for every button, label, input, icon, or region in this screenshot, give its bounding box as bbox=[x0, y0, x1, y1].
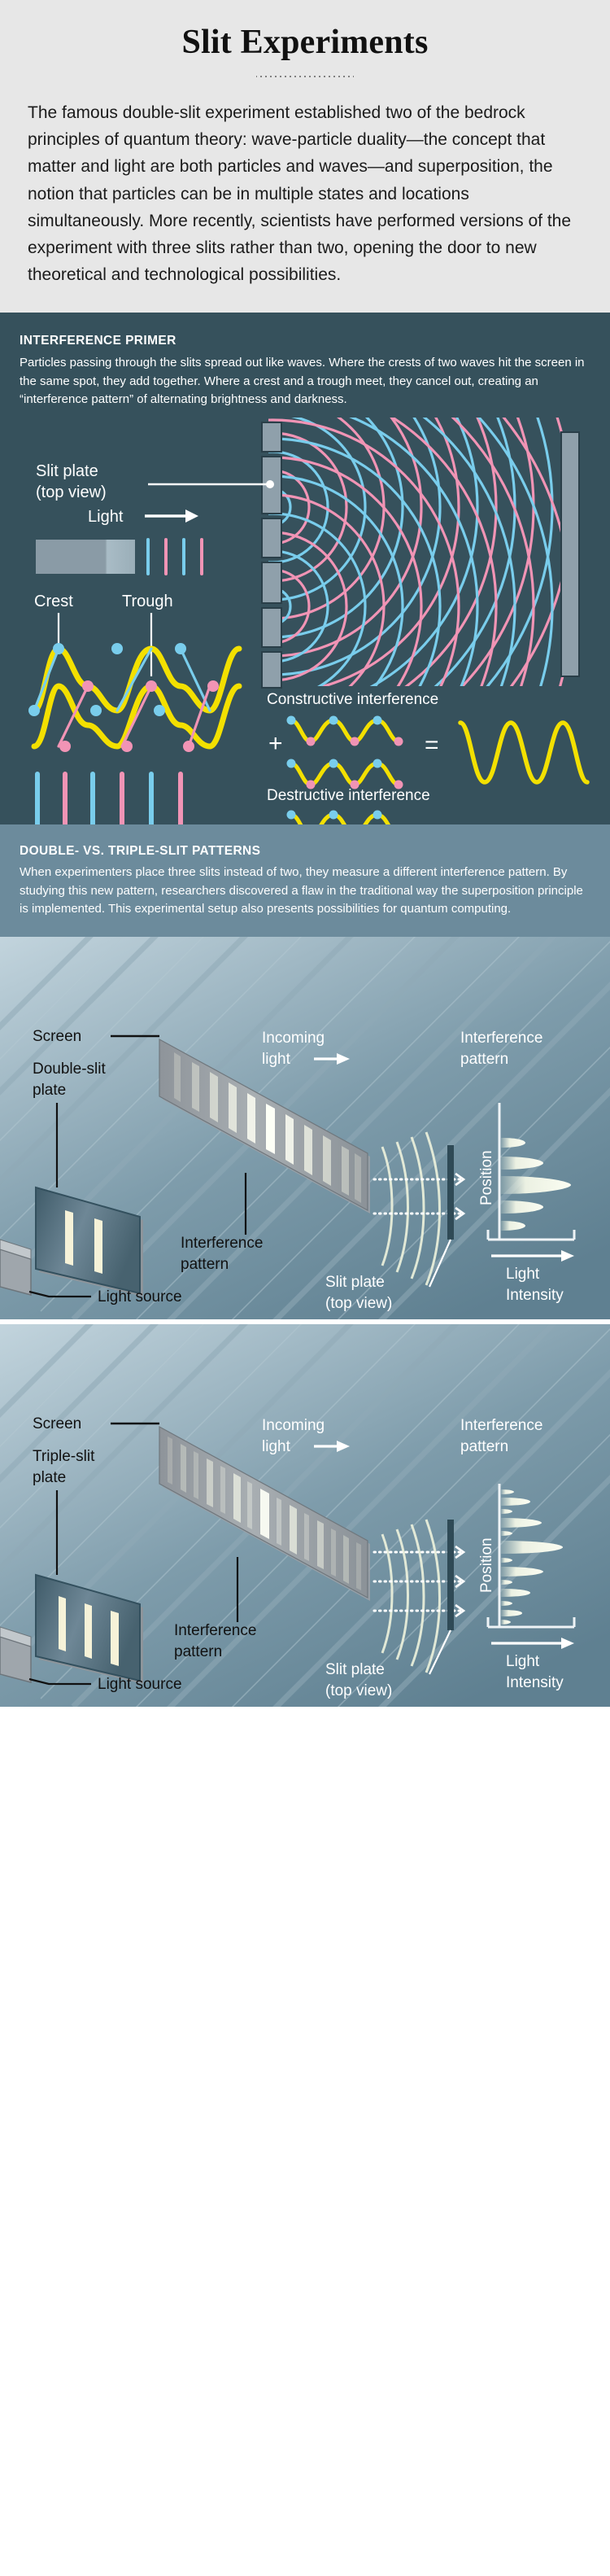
primer-heading: INTERFERENCE PRIMER bbox=[20, 334, 176, 348]
constructive-interference-label: Constructive interference bbox=[267, 691, 438, 708]
incoming-plane-waves bbox=[146, 537, 203, 575]
detector-screen-top-view bbox=[560, 431, 580, 677]
intro-paragraph: The famous double-slit experiment establ… bbox=[28, 103, 572, 285]
screen-fringes bbox=[168, 1437, 361, 1591]
screen-fringes bbox=[174, 1052, 361, 1204]
slit-plate-topview-line1: Slit plate bbox=[325, 1661, 385, 1678]
chart-intensity-arrow-icon bbox=[491, 1638, 574, 1650]
incoming-light-line2: light bbox=[262, 1051, 291, 1068]
light-source-leader-line bbox=[28, 1678, 91, 1686]
destructive-equals-symbol: = bbox=[425, 820, 439, 824]
double-vs-triple-section: DOUBLE- VS. TRIPLE-SLIT PATTERNS When ex… bbox=[0, 824, 610, 938]
slit-plate-topview-line1: Slit plate bbox=[325, 1274, 385, 1291]
screen-pattern-line1: Interference bbox=[181, 1235, 263, 1252]
light-label: Light bbox=[88, 508, 124, 526]
midband-heading: DOUBLE- VS. TRIPLE-SLIT PATTERNS bbox=[20, 843, 261, 858]
crest-markers bbox=[28, 642, 186, 716]
slit-plate-sublabel: (top view) bbox=[36, 483, 107, 501]
light-source-bar bbox=[36, 539, 135, 574]
light-source-3d bbox=[0, 1626, 32, 1684]
screen-label: Screen bbox=[33, 1028, 81, 1045]
triple-slit-panel: Screen Triple-slit plate Incoming light … bbox=[0, 1319, 610, 1708]
slit-plate-label: Slit plate bbox=[36, 462, 98, 480]
screen-label: Screen bbox=[33, 1415, 81, 1432]
slit-plate-topview-line2: (top view) bbox=[325, 1295, 392, 1312]
interference-pattern-line1: Interference bbox=[460, 1030, 542, 1047]
constructive-equals-symbol: = bbox=[425, 732, 439, 759]
wave-diagram-stage: Slit plate (top view) Light bbox=[0, 417, 610, 824]
light-source-3d bbox=[0, 1239, 32, 1297]
destructive-plus-symbol: + bbox=[268, 820, 283, 824]
plate-label-line1: Triple-slit bbox=[33, 1448, 95, 1465]
light-source-label: Light source bbox=[98, 1676, 182, 1693]
detector-screen-3d bbox=[159, 1426, 370, 1602]
interference-pattern-line2: pattern bbox=[460, 1051, 508, 1068]
light-direction-arrow-icon bbox=[145, 509, 198, 523]
fringe-bars-group bbox=[35, 771, 183, 824]
detector-screen-3d bbox=[159, 1039, 370, 1214]
footer-spacer bbox=[0, 1707, 610, 1716]
midband-body: When experimenters place three slits ins… bbox=[20, 864, 583, 916]
intensity-chart bbox=[486, 1103, 576, 1262]
background-light-streaks bbox=[0, 937, 610, 1320]
screen-pattern-line2: pattern bbox=[181, 1256, 229, 1273]
plate-slits bbox=[65, 1210, 102, 1275]
emitted-wavefronts bbox=[381, 1519, 441, 1673]
position-axis-label: Position bbox=[478, 1538, 495, 1594]
propagation-arrows bbox=[373, 1546, 466, 1618]
interference-pattern-line1: Interference bbox=[460, 1417, 542, 1434]
slit-plate-top-view bbox=[261, 421, 282, 689]
light-source-leader-line bbox=[28, 1291, 91, 1298]
double-slit-panel: Screen Double-slit plate Incoming light … bbox=[0, 937, 610, 1320]
triple-slit-plate-3d bbox=[35, 1573, 143, 1685]
light-intensity-line2: Intensity bbox=[506, 1287, 564, 1304]
incoming-light-arrow-icon bbox=[314, 1053, 350, 1065]
plate-slits bbox=[59, 1596, 119, 1667]
incoming-light-line1: Incoming bbox=[262, 1030, 325, 1047]
crest-label: Crest bbox=[34, 593, 73, 610]
screen-pattern-line2: pattern bbox=[174, 1643, 222, 1660]
propagation-arrows bbox=[373, 1173, 466, 1221]
chart-peaks bbox=[501, 1138, 571, 1231]
plate-label-line1: Double-slit bbox=[33, 1061, 106, 1078]
position-axis-label: Position bbox=[478, 1151, 495, 1206]
slit-plate-topview-line2: (top view) bbox=[325, 1682, 392, 1699]
page-title: Slit Experiments bbox=[181, 24, 429, 61]
light-intensity-line1: Light bbox=[506, 1266, 540, 1283]
destructive-interference-label: Destructive interference bbox=[267, 787, 430, 804]
emitted-wavefronts bbox=[381, 1131, 441, 1286]
incoming-light-arrow-icon bbox=[314, 1441, 350, 1453]
interference-primer-section: INTERFERENCE PRIMER Particles passing th… bbox=[0, 313, 610, 418]
double-slit-plate-3d bbox=[35, 1186, 143, 1297]
trough-label: Trough bbox=[122, 593, 173, 610]
slit-plate-leader-dot bbox=[266, 479, 274, 488]
constructive-plus-symbol: + bbox=[268, 730, 283, 757]
crest-trough-wave-diagram bbox=[28, 642, 242, 752]
infographic-page: Slit Experiments The famous double-slit … bbox=[0, 0, 610, 1716]
screen-pattern-line1: Interference bbox=[174, 1622, 256, 1639]
slit-plate-topview-leader bbox=[428, 1239, 452, 1288]
intensity-chart bbox=[486, 1484, 576, 1650]
trough-markers bbox=[59, 680, 219, 752]
destructive-input-wave bbox=[286, 810, 391, 824]
dotted-rule-divider bbox=[256, 75, 354, 79]
constructive-input-waves bbox=[286, 715, 403, 789]
chart-intensity-arrow-icon bbox=[491, 1250, 574, 1262]
interference-pattern-line2: pattern bbox=[460, 1438, 508, 1455]
incoming-light-line1: Incoming bbox=[262, 1417, 325, 1434]
plate-label-line2: plate bbox=[33, 1082, 66, 1099]
incoming-light-line2: light bbox=[262, 1438, 291, 1455]
wave-diagram-svg: Slit plate (top view) Light bbox=[0, 417, 610, 824]
primer-body: Particles passing through the slits spre… bbox=[20, 356, 585, 407]
chart-peaks bbox=[501, 1489, 563, 1625]
slit-plate-topview-leader bbox=[429, 1629, 451, 1675]
constructive-result-wave bbox=[458, 720, 590, 785]
light-intensity-line2: Intensity bbox=[506, 1674, 564, 1691]
light-source-label: Light source bbox=[98, 1288, 182, 1305]
light-intensity-line1: Light bbox=[506, 1653, 540, 1670]
plate-label-line2: plate bbox=[33, 1469, 66, 1486]
hero-section: Slit Experiments The famous double-slit … bbox=[0, 0, 610, 313]
